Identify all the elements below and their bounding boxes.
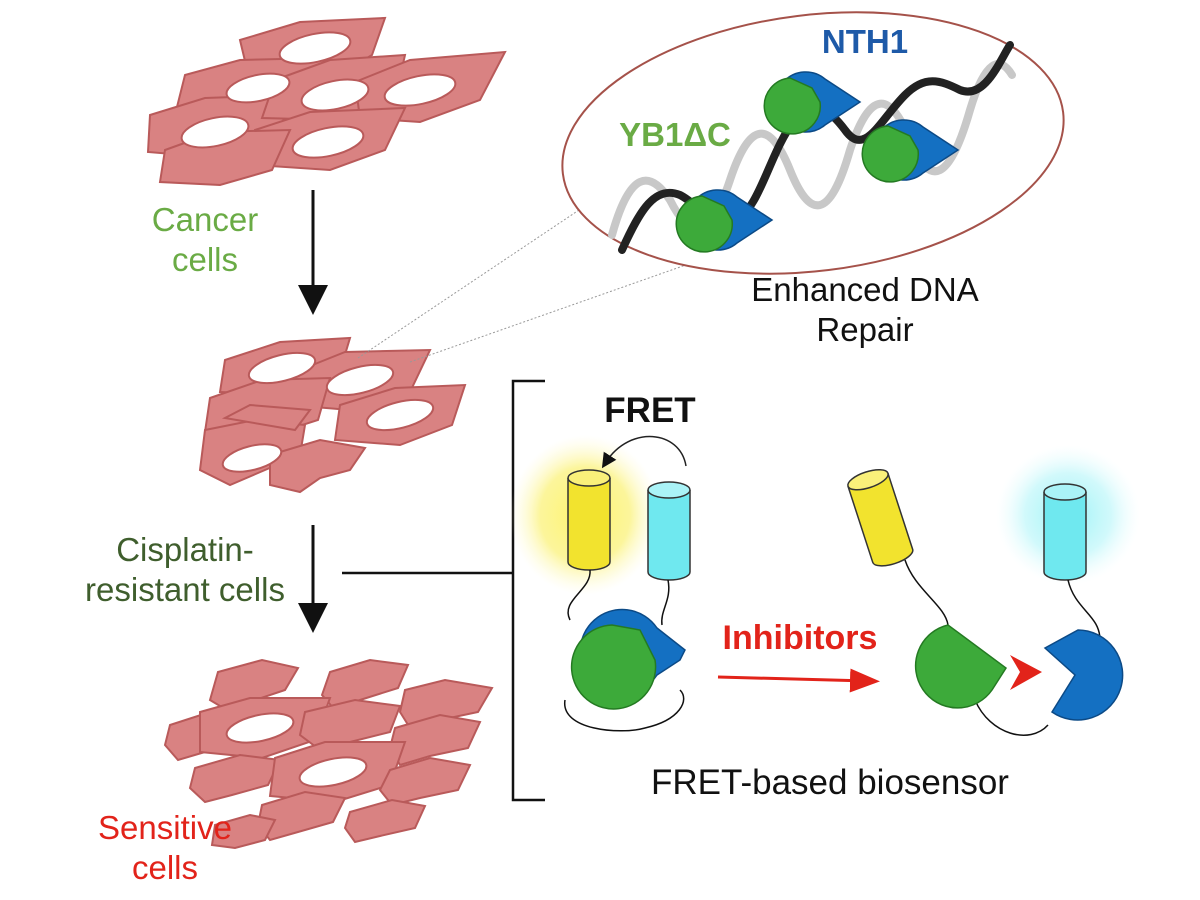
protein-a-label: YB1ΔC: [619, 116, 731, 153]
zoom-line-lower: [409, 259, 701, 363]
protein-pair-lower-left: [675, 189, 774, 253]
repair-label: Enhanced DNA Repair: [700, 270, 1030, 349]
resistant-cells-label: Cisplatin- resistant cells: [60, 530, 310, 609]
green-protein-left: [570, 624, 657, 710]
cancer-cell-nuclei: [180, 31, 457, 159]
repair-label-line2: Repair: [816, 310, 914, 348]
sensitive-cell-nuclei: [225, 712, 368, 788]
cyan-fluorophore-left: [647, 481, 691, 581]
green-protein-right: [914, 624, 1008, 709]
cancer-cells-label-line1: Cancer: [151, 201, 259, 238]
linker-right-c: [974, 699, 1049, 736]
repair-label-line1: Enhanced DNA: [751, 271, 979, 308]
linker-right-b: [1067, 579, 1101, 641]
inhibitors-label: Inhibitors: [722, 619, 878, 657]
cancer-cells-label: Cancer cells: [130, 200, 280, 279]
sensitive-cells-label-line1: Sensitive: [98, 809, 232, 846]
cancer-cells-label-line2: cells: [171, 240, 239, 278]
protein-pair-right: [861, 119, 960, 183]
yellow-fluorophore-left: [567, 469, 611, 571]
resistant-cells-label-line2: resistant cells: [85, 570, 285, 608]
linker-left-c: [564, 689, 685, 732]
sensitive-cells-label-line2: cells: [131, 848, 199, 886]
sensitive-cells-label: Sensitive cells: [65, 808, 265, 887]
linker-right-a: [904, 559, 949, 626]
fret-label: FRET: [604, 391, 696, 430]
inhibitor-molecule: [1010, 655, 1042, 690]
sensitive-cells-cluster: [163, 658, 494, 850]
bracket: [511, 379, 545, 802]
zoom-line-upper: [357, 207, 583, 359]
biosensor-label: FRET-based biosensor: [651, 763, 1009, 802]
yellow-fluorophore-right: [847, 468, 914, 567]
protein-b-label: NTH1: [821, 23, 909, 60]
protein-pair-upper-left: [763, 71, 862, 135]
resistant-cell-nuclei: [221, 351, 435, 473]
linker-left-b: [661, 579, 670, 626]
cyan-fluorophore-right: [1043, 483, 1087, 581]
inhibitor-arrow: [717, 668, 880, 693]
linker-left-a: [567, 569, 591, 621]
resistant-cells-label-line1: Cisplatin-: [116, 531, 254, 568]
blue-protein-right: [1043, 629, 1124, 721]
fret-curved-arrow: [601, 435, 687, 469]
